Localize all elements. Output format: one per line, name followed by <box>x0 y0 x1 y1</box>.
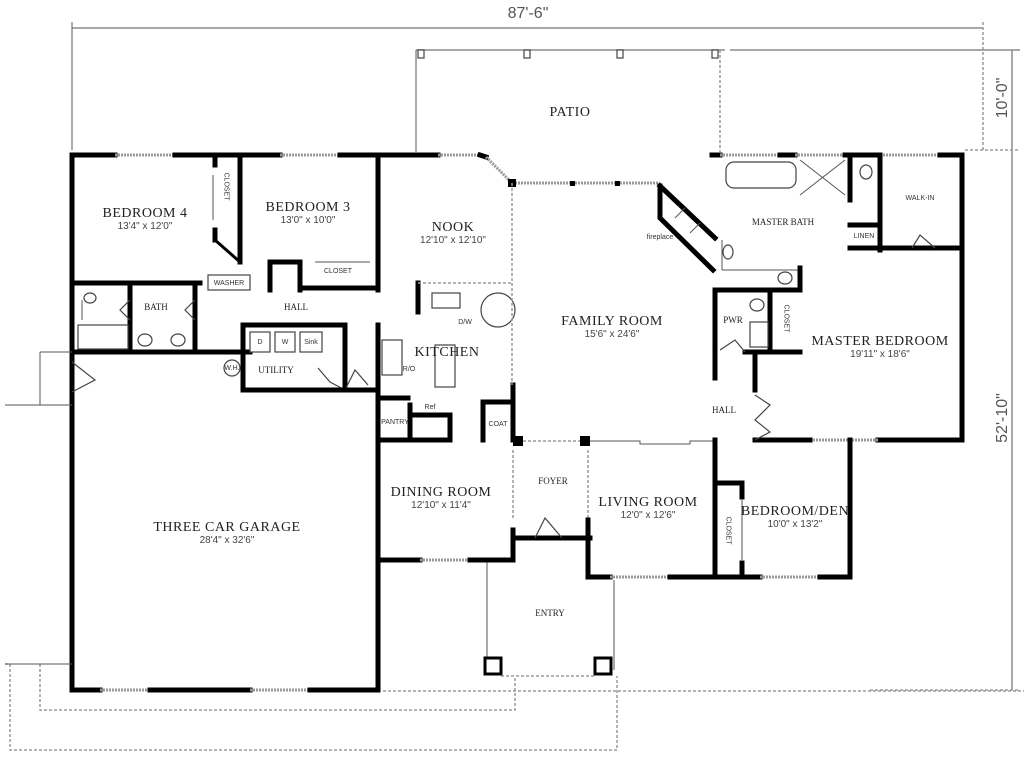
room-entry: ENTRY <box>535 608 565 618</box>
sink-label: Sink <box>304 339 318 346</box>
patio-depth-label: 10'-0" <box>994 77 1011 119</box>
room-three-car-garage: THREE CAR GARAGE 28'4" x 32'6" <box>153 519 300 546</box>
closet-bedroom-3-label: CLOSET <box>323 268 353 275</box>
room-name: FAMILY ROOM <box>561 314 663 329</box>
room-size: 13'4" x 12'0" <box>117 221 173 232</box>
room-size: 10'0" x 13'2" <box>767 519 823 530</box>
room-name: BEDROOM/DEN <box>740 504 850 519</box>
overall-depth-label: 52'-10" <box>994 393 1011 443</box>
room-walk-in: WALK-IN <box>905 195 935 202</box>
room-name: THREE CAR GARAGE <box>153 520 301 535</box>
overall-width-label: 87'-6" <box>507 5 549 22</box>
range-oven-label: R/O <box>402 366 416 373</box>
room-living-room: LIVING ROOM 12'0" x 12'6" <box>598 494 697 521</box>
room-kitchen: KITCHEN <box>414 345 480 360</box>
room-utility: UTILITY <box>258 365 294 375</box>
room-size: 19'11" x 18'6" <box>850 349 910 360</box>
room-master-bedroom: MASTER BEDROOM 19'11" x 18'6" <box>811 333 948 360</box>
room-size: 12'0" x 12'6" <box>620 510 676 521</box>
washer-label: WASHER <box>213 280 245 287</box>
room-pwr: PWR <box>723 315 743 325</box>
room-name: NOOK <box>431 220 475 235</box>
room-size: 15'6" x 24'6" <box>584 329 640 340</box>
room-linen: LINEN <box>853 233 875 240</box>
room-name: BEDROOM 3 <box>265 200 351 215</box>
room-master-bath: MASTER BATH <box>751 217 815 227</box>
room-coat: COAT <box>488 421 508 428</box>
room-size: 28'4" x 32'6" <box>199 535 255 546</box>
room-family-room: FAMILY ROOM 15'6" x 24'6" <box>561 313 663 340</box>
closet-master-label: CLOSET <box>782 304 790 333</box>
refrigerator-label: Ref <box>424 404 436 411</box>
room-patio: PATIO <box>549 105 591 120</box>
room-name: DINING ROOM <box>390 485 492 500</box>
room-nook: NOOK 12'10" x 12'10" <box>420 219 486 246</box>
room-hall-west: HALL <box>284 302 308 312</box>
room-name: LIVING ROOM <box>598 495 698 510</box>
fireplace-label: fireplace <box>646 234 674 241</box>
room-pantry: PANTRY <box>381 419 409 426</box>
room-bath: BATH <box>144 302 168 312</box>
closet-bedroom-4-label: CLOSET <box>222 172 230 201</box>
room-dining-room: DINING ROOM 12'10" x 11'4" <box>391 484 492 511</box>
room-foyer: FOYER <box>538 476 568 486</box>
room-size: 12'10" x 12'10" <box>420 235 486 246</box>
room-bedroom-den: BEDROOM/DEN 10'0" x 13'2" <box>741 503 849 530</box>
room-size: 12'10" x 11'4" <box>411 500 471 511</box>
water-heater-label: W.H. <box>224 365 240 372</box>
dishwasher-label: D/W <box>458 319 472 326</box>
room-size: 13'0" x 10'0" <box>280 215 336 226</box>
room-bedroom-4: BEDROOM 4 13'4" x 12'0" <box>102 205 187 232</box>
dryer-label: D <box>257 339 263 346</box>
closet-den-label: CLOSET <box>724 516 732 545</box>
room-name: MASTER BEDROOM <box>811 334 949 349</box>
room-hall-east: HALL <box>712 405 736 415</box>
washer-hookup-label: W <box>281 339 289 346</box>
room-name: BEDROOM 4 <box>102 206 188 221</box>
room-bedroom-3: BEDROOM 3 13'0" x 10'0" <box>265 199 350 226</box>
